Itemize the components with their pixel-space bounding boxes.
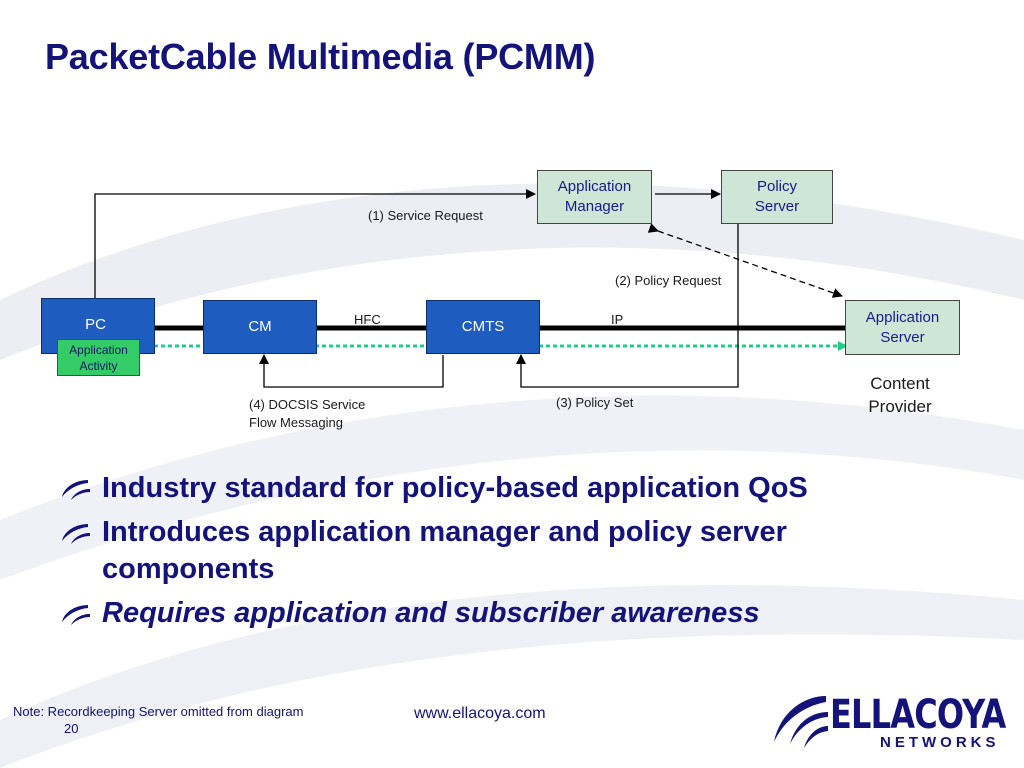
bullet-list: Industry standard for policy-based appli…	[58, 470, 958, 639]
cm-node: CM	[203, 300, 317, 354]
content-provider-label: Content Provider	[868, 374, 932, 416]
policy-set-label: (3) Policy Set	[556, 395, 634, 410]
bullet-text: Introduces application manager and polic…	[102, 516, 787, 585]
ellacoya-logo: ELLACOYA NETWORKS	[768, 690, 1006, 760]
policy-request-arrow	[647, 223, 843, 298]
footer-note: Note: Recordkeeping Server omitted from …	[13, 704, 304, 719]
hfc-label: HFC	[354, 312, 381, 327]
page-title: PacketCable Multimedia (PCMM)	[45, 36, 596, 77]
swoosh-bullet-icon	[62, 524, 90, 544]
policy-set-arrow	[516, 224, 739, 388]
logo-tagline: NETWORKS	[880, 734, 1000, 751]
application-activity-node: Application Activity	[57, 339, 140, 376]
logo-swoosh-icon	[774, 696, 828, 748]
policy-server-node: Policy Server	[721, 170, 833, 224]
docsis-messaging-label: (4) DOCSIS Service Flow Messaging	[249, 397, 366, 430]
docsis-messaging-arrow	[259, 354, 444, 388]
bullet-item: Introduces application manager and polic…	[58, 514, 958, 588]
policy-request-label: (2) Policy Request	[615, 273, 722, 288]
cmts-node: CMTS	[426, 300, 540, 354]
bullet-text: Requires application and subscriber awar…	[102, 597, 760, 629]
footer-url[interactable]: www.ellacoya.com	[414, 705, 546, 722]
swoosh-bullet-icon	[62, 605, 90, 625]
bullet-item: Requires application and subscriber awar…	[58, 595, 958, 632]
application-manager-node: Application Manager	[537, 170, 652, 224]
application-server-node: Application Server	[845, 300, 960, 355]
service-request-arrow	[94, 189, 536, 299]
pc-label: PC	[85, 316, 106, 333]
service-request-label: (1) Service Request	[368, 208, 483, 223]
bullet-item: Industry standard for policy-based appli…	[58, 470, 958, 507]
application-flow-arrowhead	[838, 341, 848, 351]
swoosh-bullet-icon	[62, 480, 90, 500]
page-number: 20	[64, 721, 79, 736]
ip-label: IP	[611, 312, 624, 327]
bullet-text: Industry standard for policy-based appli…	[102, 472, 808, 504]
logo-wordmark: ELLACOYA	[830, 692, 1006, 738]
